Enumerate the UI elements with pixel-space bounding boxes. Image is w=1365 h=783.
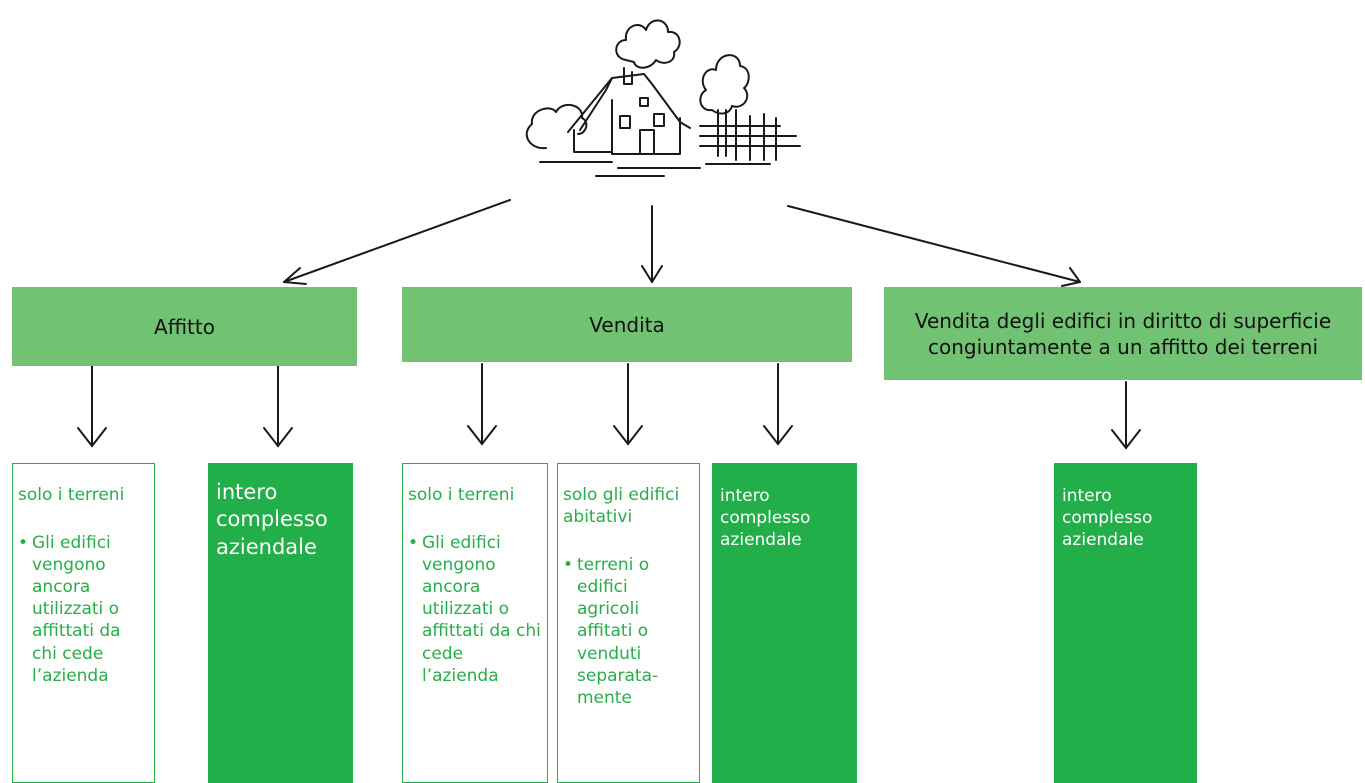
box-title: solo gli edifici abitativi <box>563 485 680 528</box>
header-vendita-edifici: Vendita degli edifici in diritto di supe… <box>884 287 1362 380</box>
box-affitto-terreni: solo i terreni • Gli edifici vengono anc… <box>12 463 155 783</box>
header-affitto-label: Affitto <box>154 314 215 339</box>
box-title: solo i terreni <box>408 485 515 505</box>
bullet-dot: • <box>18 533 29 554</box>
house-window <box>619 115 631 129</box>
arrow-to-vendita-edifici <box>787 205 1081 287</box>
box-text: Gli edifici vengono ancora utilizzati o … <box>32 533 121 686</box>
arrow-affitto-terreni <box>77 365 107 448</box>
house-roof <box>567 73 691 133</box>
ground <box>539 161 771 177</box>
box-title: intero complesso aziendale <box>720 486 811 551</box>
bullet-dot: • <box>563 555 574 576</box>
box-text: terreni o edifici agricoli affitati o ve… <box>577 555 659 708</box>
box-title: intero complesso aziendale <box>1062 486 1153 551</box>
house-door <box>639 129 655 155</box>
box-affitto-intero: intero complesso aziendale <box>208 463 353 783</box>
fence <box>699 109 801 161</box>
arrow-affitto-intero <box>263 365 293 448</box>
header-vendita-label: Vendita <box>589 312 665 337</box>
house-window <box>653 113 665 127</box>
bush <box>525 103 588 150</box>
box-vendita-terreni: solo i terreni • Gli edifici vengono anc… <box>402 463 548 783</box>
box-text: Gli edifici vengono ancora utilizzati o … <box>422 533 541 686</box>
header-vendita-edifici-label: Vendita degli edifici in diritto di supe… <box>914 308 1332 359</box>
arrow-superficie-intero <box>1111 381 1141 450</box>
arrow-to-affitto <box>283 199 511 285</box>
tree <box>699 54 750 115</box>
header-affitto: Affitto <box>12 287 357 366</box>
bullet-dot: • <box>408 533 419 554</box>
house-walls <box>573 99 681 155</box>
box-title: intero complesso aziendale <box>216 480 328 559</box>
box-vendita-edifici-abitativi: solo gli edifici abitativi • terreni o e… <box>557 463 700 783</box>
arrow-vendita-intero <box>763 363 793 446</box>
arrow-to-vendita <box>641 205 663 283</box>
arrow-vendita-edifici-abitativi <box>613 363 643 446</box>
smoke-cloud <box>615 19 681 69</box>
box-vendita-intero: intero complesso aziendale <box>712 463 857 783</box>
header-vendita: Vendita <box>402 287 852 362</box>
box-title: solo i terreni <box>18 485 125 505</box>
box-superficie-intero: intero complesso aziendale <box>1054 463 1197 783</box>
arrow-vendita-terreni <box>467 363 497 446</box>
